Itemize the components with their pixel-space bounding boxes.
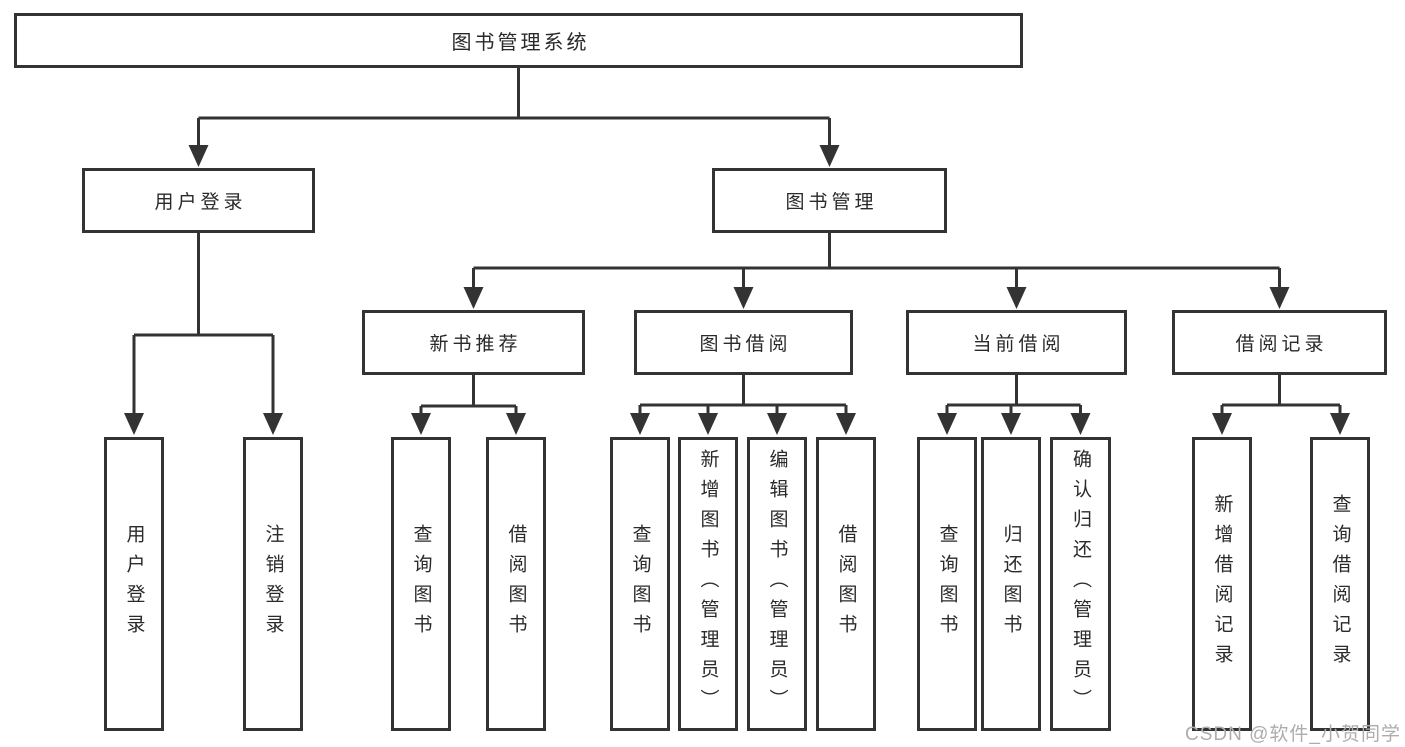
leaf-query-books-recommend-label: 查询图书 (410, 524, 432, 644)
leaf-user-login: 用户登录 (104, 437, 164, 731)
csdn-watermark: CSDN @软件_小贺同学 (1185, 724, 1401, 745)
leaf-logout-label: 注销登录 (262, 524, 284, 644)
node-new-book-recommend-label: 新书推荐 (429, 334, 522, 355)
leaf-borrow-books-recommend: 借阅图书 (486, 437, 546, 731)
leaf-confirm-return-admin-label: 确认归还（管理员） (1070, 449, 1091, 719)
leaf-add-borrow-record-label: 新增借阅记录 (1211, 494, 1233, 674)
leaf-logout: 注销登录 (243, 437, 303, 731)
leaf-query-books-borrowing-label: 查询图书 (629, 524, 651, 644)
node-user-login-label: 用户登录 (154, 192, 247, 213)
leaf-query-books-current-label: 查询图书 (936, 524, 958, 644)
leaf-add-borrow-record: 新增借阅记录 (1192, 437, 1252, 731)
leaf-edit-books-admin-label: 编辑图书（管理员） (766, 449, 788, 719)
leaf-query-borrow-record: 查询借阅记录 (1310, 437, 1370, 731)
node-user-login: 用户登录 (82, 168, 315, 233)
node-current-borrowing: 当前借阅 (906, 310, 1127, 375)
leaf-borrow-books-recommend-label: 借阅图书 (505, 524, 527, 644)
node-book-management-label: 图书管理 (785, 192, 878, 213)
leaf-user-login-label: 用户登录 (123, 524, 145, 644)
leaf-query-books-current: 查询图书 (917, 437, 977, 731)
node-current-borrowing-label: 当前借阅 (972, 334, 1065, 355)
leaf-confirm-return-admin: 确认归还（管理员） (1050, 437, 1111, 731)
leaf-add-books-admin: 新增图书（管理员） (678, 437, 738, 731)
leaf-query-borrow-record-label: 查询借阅记录 (1329, 494, 1351, 674)
node-book-management: 图书管理 (712, 168, 947, 233)
leaf-return-books: 归还图书 (981, 437, 1041, 731)
node-book-borrowing: 图书借阅 (634, 310, 853, 375)
leaf-return-books-label: 归还图书 (1000, 524, 1022, 644)
leaf-borrow-books-borrowing-label: 借阅图书 (835, 524, 857, 644)
node-borrowing-records: 借阅记录 (1172, 310, 1387, 375)
leaf-borrow-books-borrowing: 借阅图书 (816, 437, 876, 731)
leaf-query-books-recommend: 查询图书 (391, 437, 451, 731)
node-root-label: 图书管理系统 (451, 32, 590, 54)
node-root: 图书管理系统 (14, 13, 1023, 68)
node-book-borrowing-label: 图书借阅 (699, 334, 792, 355)
node-new-book-recommend: 新书推荐 (362, 310, 585, 375)
leaf-query-books-borrowing: 查询图书 (610, 437, 670, 731)
leaf-add-books-admin-label: 新增图书（管理员） (697, 449, 719, 719)
leaf-edit-books-admin: 编辑图书（管理员） (747, 437, 807, 731)
node-borrowing-records-label: 借阅记录 (1235, 334, 1328, 355)
